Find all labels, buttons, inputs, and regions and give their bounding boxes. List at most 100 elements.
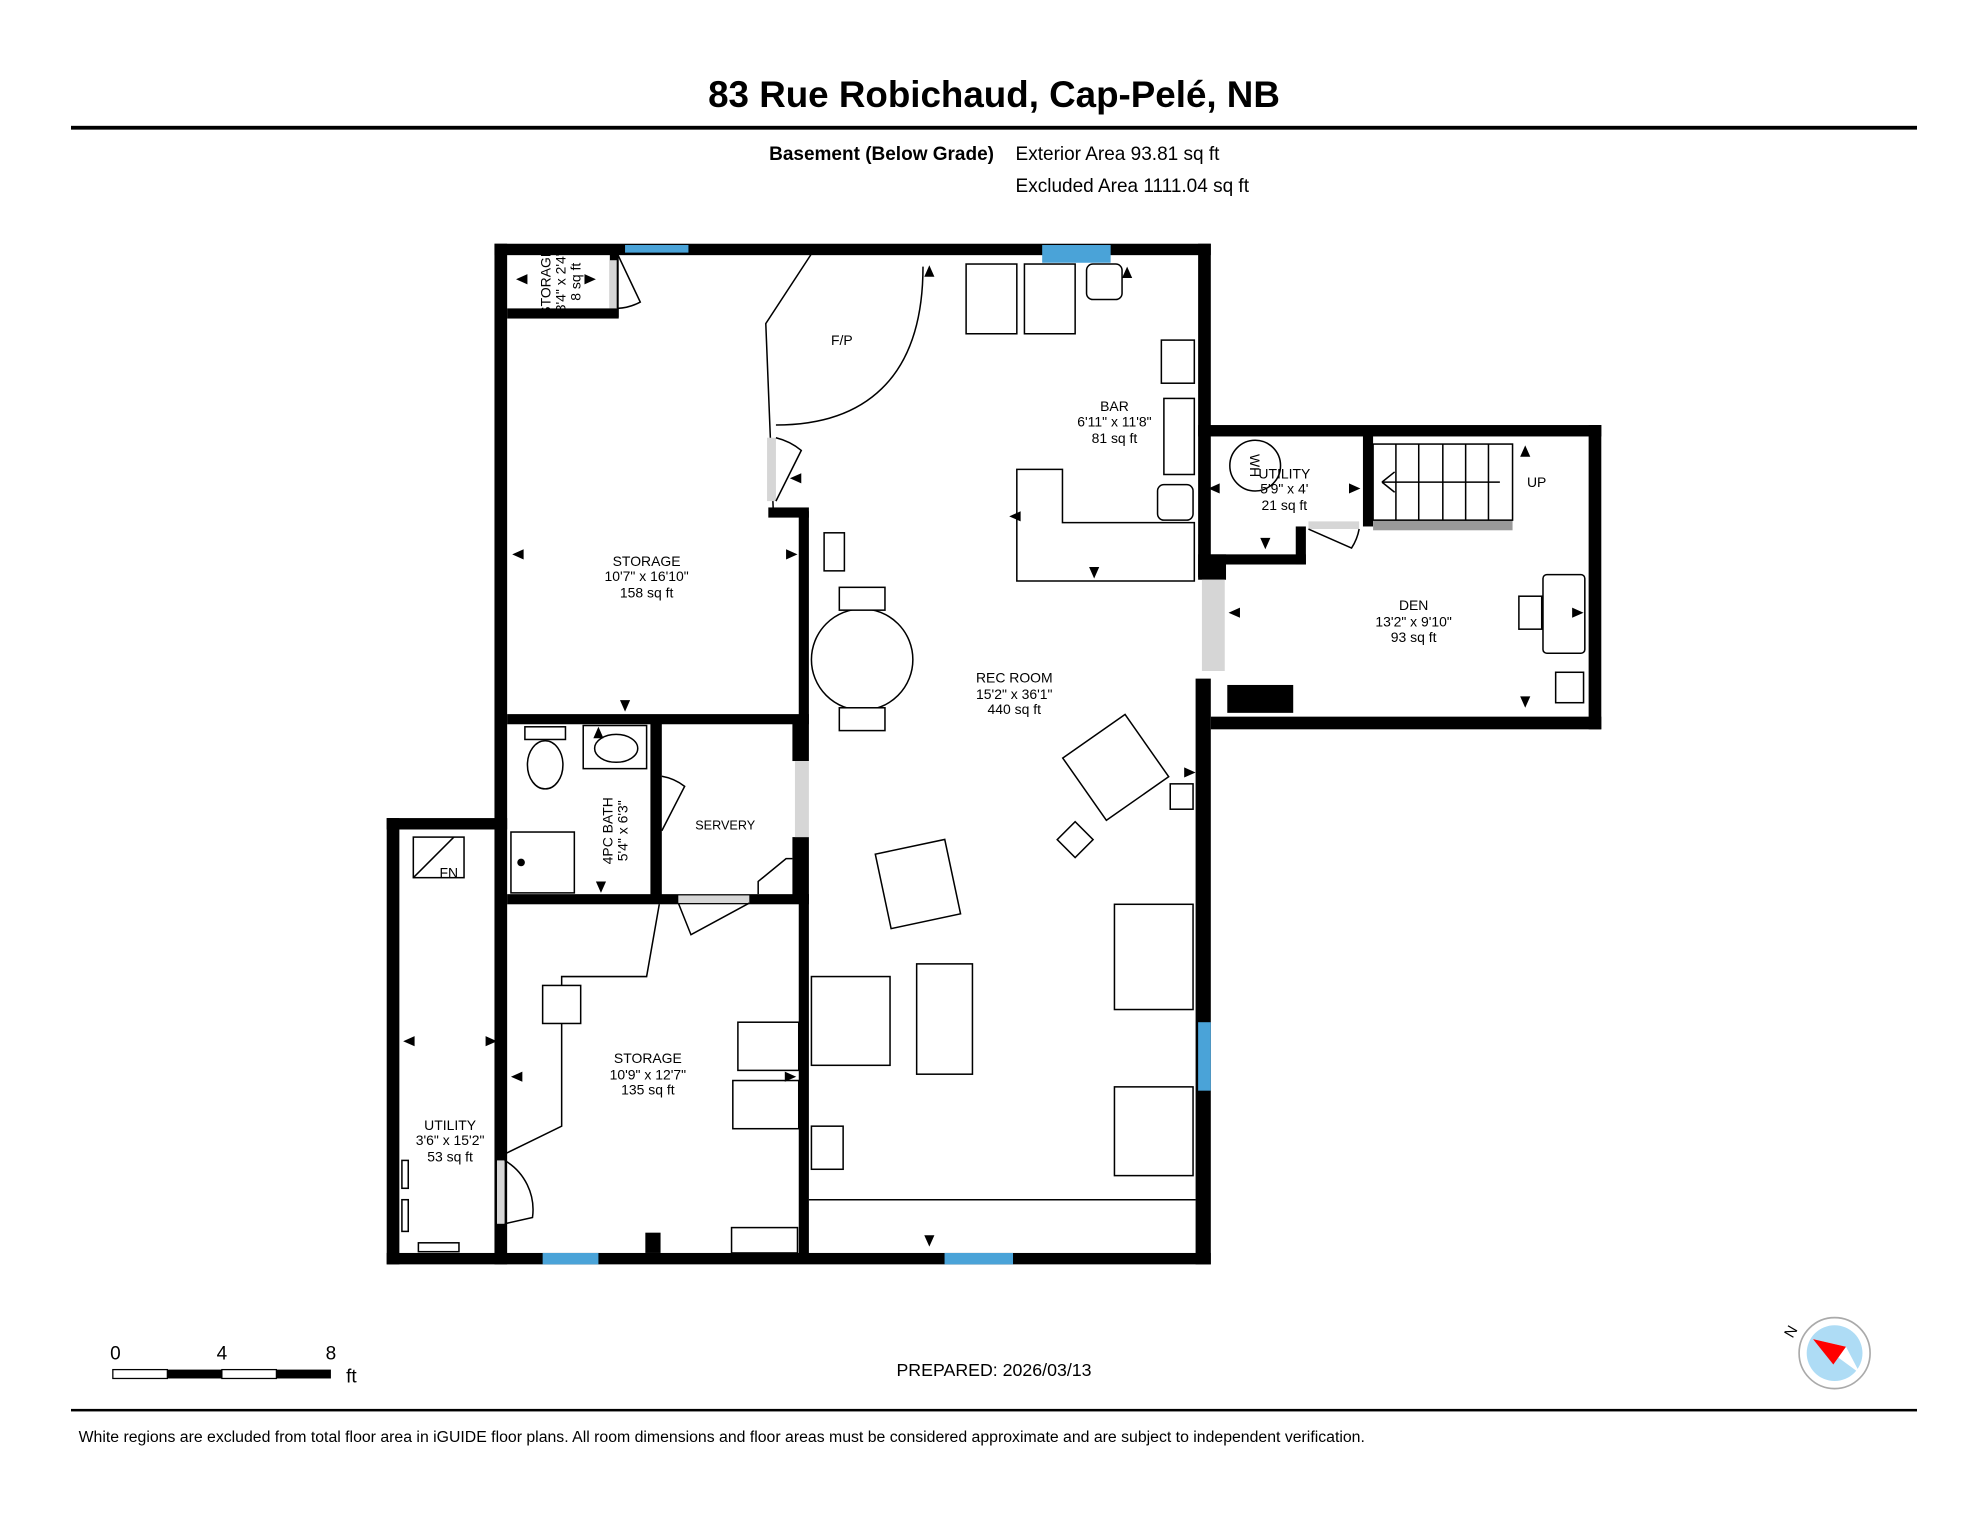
disclaimer: White regions are excluded from total fl…	[79, 1429, 1365, 1446]
stool	[823, 532, 846, 572]
room-name: STORAGE	[614, 1050, 682, 1066]
wall	[494, 829, 508, 1265]
stairs	[1372, 443, 1514, 521]
wall	[1227, 684, 1294, 713]
armchair	[1061, 713, 1170, 822]
door-swing	[677, 902, 750, 936]
room-area: 440 sq ft	[988, 701, 1042, 717]
wall	[1210, 716, 1602, 730]
wall	[792, 722, 809, 762]
door-swing	[616, 253, 642, 310]
chair	[838, 707, 886, 732]
stairs-up-label: UP	[1527, 474, 1546, 490]
cabinet	[1023, 263, 1076, 335]
bar-counter	[1016, 468, 1196, 582]
wall	[1295, 526, 1306, 565]
exterior-area: Exterior Area 93.81 sq ft	[1016, 144, 1221, 165]
room-label-bar: BAR 6'11" x 11'8" 81 sq ft	[1077, 398, 1151, 446]
panel	[417, 1242, 460, 1253]
room-label-utility-small: UTILITY 5'9" x 4' 21 sq ft	[1258, 465, 1310, 513]
door-swing	[504, 904, 661, 1155]
room-dims: 3'4" x 2'4"	[552, 251, 568, 312]
wall	[645, 1232, 661, 1253]
scale-bar: 0 4 8 ft	[110, 1343, 357, 1387]
room-label-storage-small: STORAGE 3'4" x 2'4" 8 sq ft	[537, 248, 583, 316]
wall	[386, 818, 400, 1265]
room-dims: 10'9" x 12'7"	[610, 1066, 686, 1082]
room-label-den: DEN 13'2" x 9'10" 93 sq ft	[1375, 597, 1451, 645]
door-gap	[1201, 579, 1225, 672]
sofa	[1113, 1086, 1194, 1177]
room-area: 21 sq ft	[1261, 497, 1307, 513]
wall	[798, 511, 809, 723]
door-openings	[497, 253, 1513, 1225]
side-table	[1554, 671, 1585, 704]
side-table	[810, 1125, 844, 1171]
box	[541, 984, 582, 1025]
door-swing	[775, 436, 803, 502]
room-dims: 5'9" x 4'	[1260, 481, 1308, 497]
room-labels: STORAGE 3'4" x 2'4" 8 sq ft F/P STORAGE …	[416, 248, 1547, 1165]
panel	[401, 1159, 410, 1190]
furniture	[401, 263, 1586, 1254]
room-dims: 15'2" x 36'1"	[976, 686, 1052, 702]
cabinet	[1160, 339, 1196, 384]
armchair	[874, 838, 962, 930]
wall	[494, 243, 1211, 256]
sink	[1156, 483, 1194, 521]
wall	[507, 308, 619, 319]
scale-segment	[221, 1368, 278, 1380]
room-label-servery: SERVERY	[695, 818, 756, 832]
wall	[386, 818, 508, 830]
room-label-rec-room: REC ROOM 15'2" x 36'1" 440 sq ft	[976, 669, 1053, 717]
toilet	[526, 739, 564, 790]
room-dims: 13'2" x 9'10"	[1375, 614, 1451, 630]
window	[1198, 1022, 1211, 1091]
sofa	[1113, 903, 1194, 1011]
desk	[1542, 573, 1586, 655]
window	[1042, 245, 1111, 263]
room-area: 81 sq ft	[1092, 430, 1138, 446]
armchair	[810, 975, 891, 1067]
header-rule	[71, 125, 1917, 130]
wall	[1201, 554, 1306, 565]
room-area: 53 sq ft	[427, 1149, 473, 1165]
room-name: DEN	[1399, 597, 1428, 613]
room-name: REC ROOM	[976, 669, 1053, 685]
wall	[768, 507, 809, 518]
panel	[401, 1198, 410, 1233]
side-table	[1169, 783, 1194, 810]
walls	[386, 243, 1602, 1265]
wall	[1198, 243, 1211, 578]
cabinet	[1163, 397, 1196, 476]
wall	[1195, 678, 1211, 1265]
wall	[1198, 554, 1227, 580]
wall	[650, 722, 662, 901]
room-area: 8 sq ft	[568, 263, 584, 301]
excluded-area: Excluded Area 1111.04 sq ft	[1016, 176, 1250, 197]
room-area: 158 sq ft	[620, 584, 674, 600]
room-area: 93 sq ft	[1391, 629, 1437, 645]
room-dims: 6'11" x 11'8"	[1077, 413, 1151, 429]
room-name: BAR	[1100, 398, 1129, 414]
door-swing	[775, 266, 924, 426]
room-dims: 10'7" x 16'10"	[605, 568, 689, 584]
wall	[494, 243, 508, 830]
prepared-date: PREPARED: 2026/03/13	[896, 1360, 1091, 1380]
chair	[1518, 595, 1543, 630]
scale-label: 0	[110, 1343, 121, 1364]
window	[944, 1252, 1014, 1265]
furnace	[412, 836, 465, 879]
window	[625, 245, 689, 253]
room-label-storage-top: STORAGE 10'7" x 16'10" 158 sq ft	[605, 553, 689, 601]
cabinet	[965, 263, 1018, 335]
stair-landing	[1373, 520, 1513, 531]
wall	[507, 714, 809, 725]
toilet-tank	[524, 726, 567, 741]
dimension-arrows	[403, 265, 1584, 1247]
shelf	[732, 1079, 800, 1130]
room-dims: 5'4" x 6'3"	[615, 800, 631, 861]
door-gap	[794, 761, 809, 838]
compass-north-label: N	[1781, 1323, 1801, 1341]
